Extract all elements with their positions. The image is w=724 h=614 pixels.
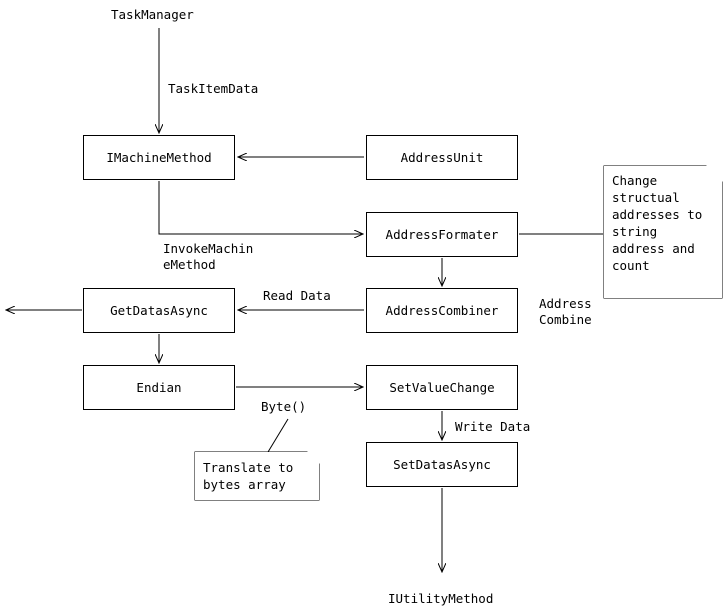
node-imachinemethod[interactable]: IMachineMethod bbox=[83, 135, 235, 180]
node-setdatasasync[interactable]: SetDatasAsync bbox=[366, 442, 518, 487]
node-getdatasasync[interactable]: GetDatasAsync bbox=[83, 288, 235, 333]
node-addressunit[interactable]: AddressUnit bbox=[366, 135, 518, 180]
edge-label-writedata: Write Data bbox=[455, 419, 531, 434]
node-setvaluechange[interactable]: SetValueChange bbox=[366, 365, 518, 410]
node-addresscombiner[interactable]: AddressCombiner bbox=[366, 288, 518, 333]
edge-label-taskitemdata: TaskItemData bbox=[168, 81, 259, 96]
node-addressformater[interactable]: AddressFormater bbox=[366, 212, 518, 257]
terminal-taskmanager: TaskManager bbox=[111, 7, 194, 22]
terminal-iutilitymethod: IUtilityMethod bbox=[388, 591, 494, 606]
note-change-structural-addresses: Change structual addresses to string add… bbox=[604, 166, 722, 298]
edge-label-addresscombine: Address Combine bbox=[539, 296, 592, 327]
note-translate-to-bytes-array: Translate to bytes array bbox=[195, 452, 319, 500]
leader-byte-to-translate-note bbox=[267, 418, 289, 453]
edge-label-invokemachinemethod: InvokeMachin eMethod bbox=[163, 241, 254, 272]
edge-imachinemethod-to-addressformater bbox=[158, 181, 363, 234]
edge-label-readdata: Read Data bbox=[263, 288, 331, 303]
edge-label-byte: Byte() bbox=[261, 399, 307, 414]
node-endian[interactable]: Endian bbox=[83, 365, 235, 410]
